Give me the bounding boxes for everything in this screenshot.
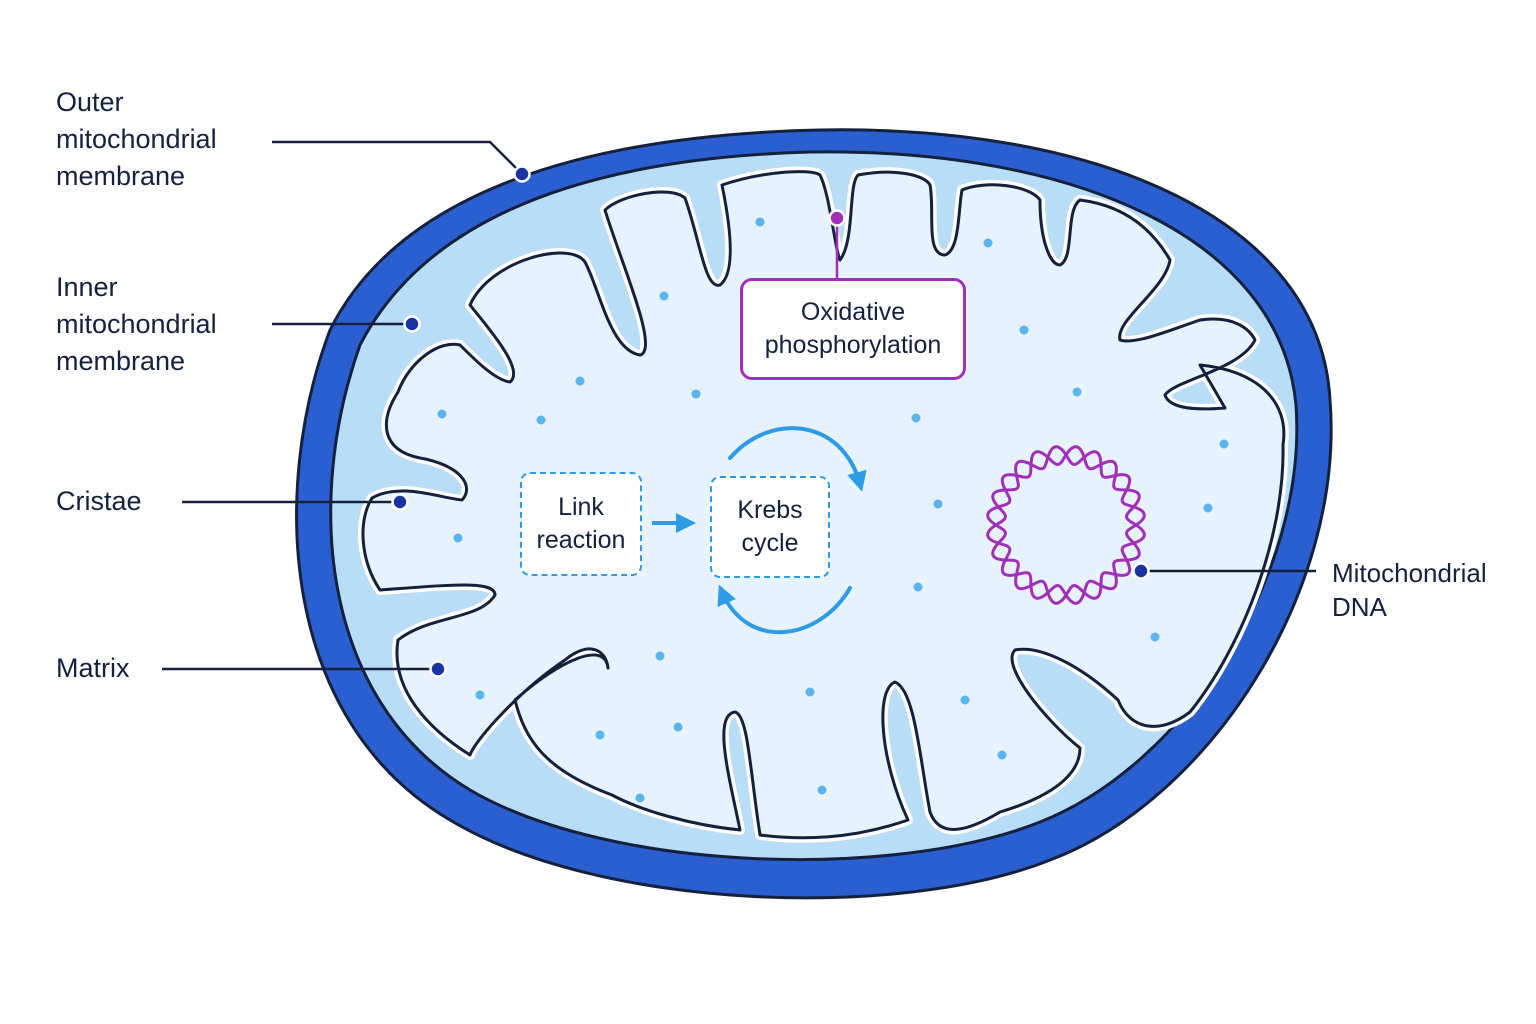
matrix-marker xyxy=(429,660,447,678)
matrix-granules xyxy=(437,217,1229,803)
cristae-label: Cristae xyxy=(56,486,142,516)
matrix-label: Matrix xyxy=(56,653,130,683)
krebs-cycle-arrows-icon xyxy=(717,426,867,635)
link-reaction-box: Link reaction xyxy=(520,472,642,576)
mitochondrial-dna-icon xyxy=(986,445,1146,605)
outer-membrane-label: Outer mitochondrial membrane xyxy=(56,87,217,191)
inner-membrane-marker xyxy=(403,315,421,333)
inner-membrane-label: Inner mitochondrial membrane xyxy=(56,272,217,376)
mitochondrial-dna-label: Mitochondrial DNA xyxy=(1332,558,1487,622)
oxphos-marker xyxy=(828,209,846,227)
outer-membrane-marker xyxy=(513,165,531,183)
outer-membrane-leader xyxy=(272,140,523,175)
cristae-marker xyxy=(391,493,409,511)
krebs-cycle-box: Krebs cycle xyxy=(710,476,830,578)
mitochondrial-dna-marker xyxy=(1132,562,1150,580)
oxidative-phosphorylation-box: Oxidative phosphorylation xyxy=(740,278,966,380)
